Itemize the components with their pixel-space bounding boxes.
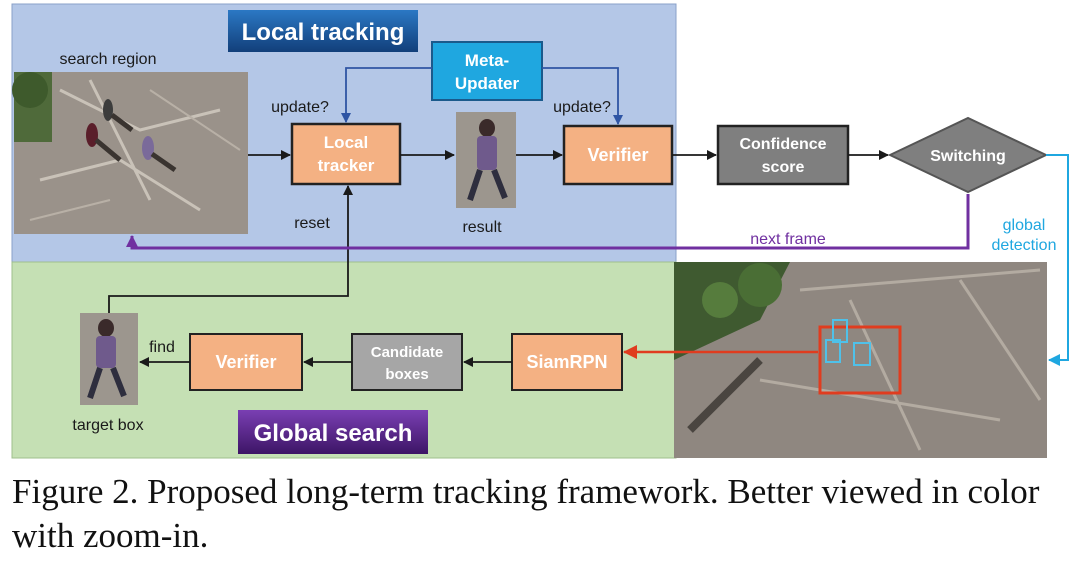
confidence-score-box — [716, 124, 850, 186]
siamrpn-label: SiamRPN — [526, 352, 607, 372]
meta-updater-line2: Updater — [455, 74, 520, 93]
result-image — [456, 112, 516, 208]
update-left-label: update? — [271, 99, 329, 116]
search-region-image — [12, 72, 248, 234]
detection-label: detection — [992, 237, 1057, 254]
global-search-title: Global search — [254, 420, 413, 447]
global-detection-image — [674, 262, 1047, 458]
local-tracker-line1: Local — [324, 133, 368, 152]
target-box-label: target box — [72, 417, 143, 434]
search-region-label: search region — [60, 51, 157, 68]
meta-updater-line1: Meta- — [465, 51, 509, 70]
confidence-line1: Confidence — [739, 136, 826, 153]
arrow-global-detection — [1046, 154, 1069, 366]
arrow-next-frame — [126, 194, 970, 250]
candidate-line1: Candidate — [371, 344, 444, 361]
verifier-top-label: Verifier — [587, 145, 648, 165]
result-label: result — [462, 219, 502, 236]
arrow-meta-to-tracker — [341, 67, 432, 123]
local-tracking-title: Local tracking — [242, 19, 405, 46]
target-box-image — [80, 313, 138, 405]
switching-label: Switching — [930, 148, 1006, 165]
candidate-line2: boxes — [385, 366, 428, 383]
reset-label: reset — [294, 215, 330, 232]
meta-updater-box — [431, 41, 543, 101]
global-search-title-box — [238, 410, 428, 454]
figure-caption: Figure 2. Proposed long-term tracking fr… — [12, 472, 1040, 555]
candidate-boxes-box — [351, 333, 463, 391]
siamrpn-box — [511, 333, 623, 391]
update-right-label: update? — [553, 99, 611, 116]
verifier-bottom-label: Verifier — [215, 352, 276, 372]
arrow-reset — [108, 185, 353, 313]
local-tracker-box — [290, 122, 402, 186]
find-label: find — [149, 339, 175, 356]
confidence-line2: score — [762, 159, 805, 176]
framework-diagram: Local tracking Global search search regi… — [11, 3, 1069, 459]
local-tracker-line2: tracker — [318, 156, 375, 175]
global-label: global — [1003, 217, 1046, 234]
arrow-meta-to-verifier — [542, 67, 623, 125]
local-tracking-title-box — [228, 10, 418, 52]
next-frame-label: next frame — [750, 231, 826, 248]
